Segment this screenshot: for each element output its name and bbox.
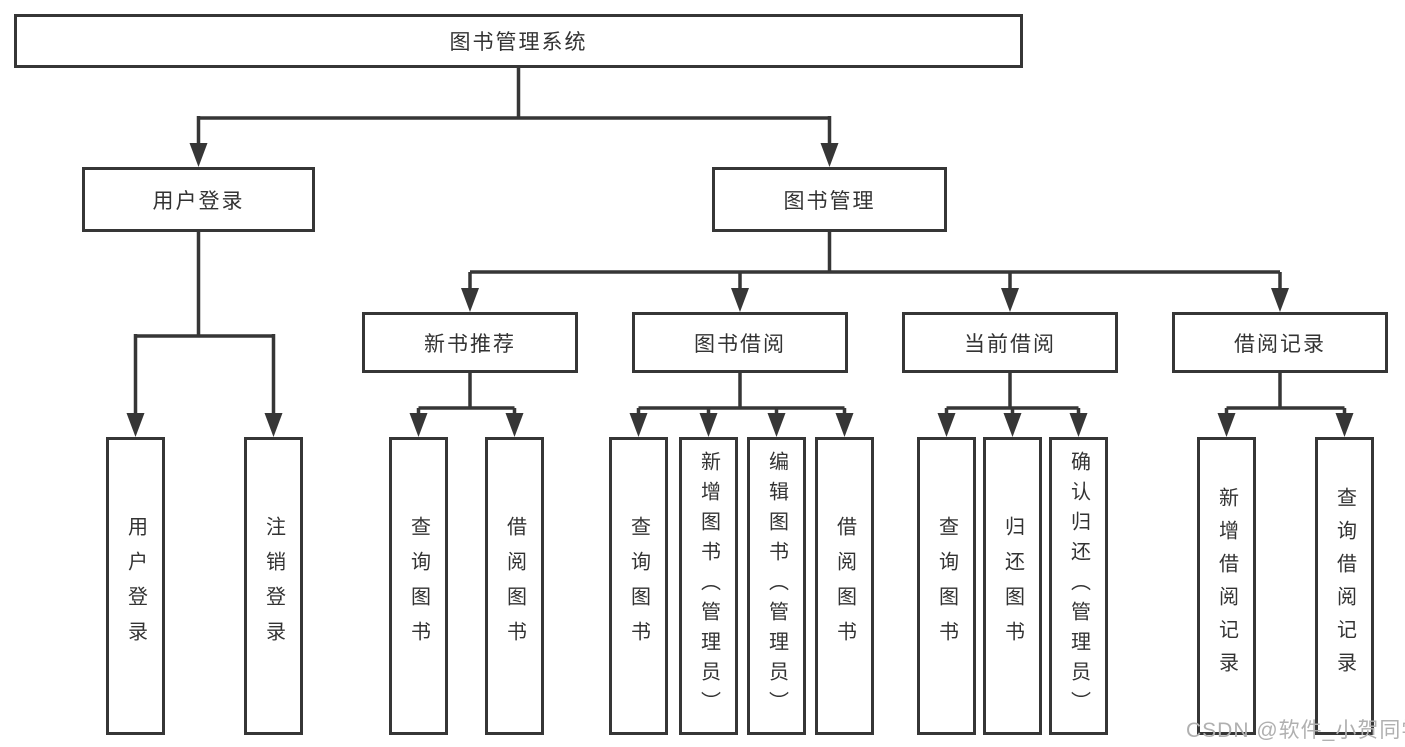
- leaf-logout: 注销登录: [244, 437, 303, 735]
- leaf-query-borrow-record: 查询借阅记录: [1315, 437, 1374, 735]
- node-label: 图书管理: [783, 189, 876, 213]
- leaf-query-books-1: 查询图书: [389, 437, 448, 735]
- node-label: 归还图书: [1001, 516, 1024, 656]
- node-library-management-system: 图书管理系统: [14, 14, 1023, 68]
- node-book-borrowing: 图书借阅: [632, 312, 848, 373]
- node-new-book-recommendation: 新书推荐: [362, 312, 578, 373]
- node-label: 借阅图书: [503, 516, 526, 656]
- node-label: 新书推荐: [424, 332, 516, 356]
- node-borrowing-records: 借阅记录: [1172, 312, 1388, 373]
- node-label: 新增图书（管理员）: [697, 451, 720, 721]
- leaf-add-books-admin: 新增图书（管理员）: [679, 437, 738, 735]
- arrowheads: [126, 143, 1354, 437]
- leaf-query-books-2: 查询图书: [609, 437, 668, 735]
- leaf-borrow-books-2: 借阅图书: [815, 437, 874, 735]
- node-label: 新增借阅记录: [1215, 487, 1238, 685]
- node-label: 用户登录: [152, 189, 245, 213]
- node-label: 注销登录: [262, 516, 285, 656]
- csdn-watermark: CSDN @软件_小贺同学: [1186, 719, 1405, 742]
- node-label: 图书管理系统: [449, 31, 588, 54]
- node-label: 借阅记录: [1234, 332, 1326, 356]
- node-label: 查询图书: [627, 516, 650, 656]
- node-label: 编辑图书（管理员）: [765, 451, 788, 721]
- leaf-query-books-3: 查询图书: [917, 437, 976, 735]
- node-label: 图书借阅: [694, 332, 786, 356]
- leaf-borrow-books-1: 借阅图书: [485, 437, 544, 735]
- node-user-login: 用户登录: [82, 167, 315, 232]
- node-label: 查询借阅记录: [1333, 487, 1356, 685]
- node-label: 查询图书: [407, 516, 430, 656]
- node-label: 用户登录: [124, 516, 147, 656]
- node-label: 查询图书: [935, 516, 958, 656]
- node-book-management: 图书管理: [712, 167, 947, 232]
- node-label: 当前借阅: [964, 332, 1056, 356]
- leaf-return-books: 归还图书: [983, 437, 1042, 735]
- node-label: 确认归还（管理员）: [1067, 451, 1090, 721]
- leaf-edit-books-admin: 编辑图书（管理员）: [747, 437, 806, 735]
- node-label: 借阅图书: [833, 516, 856, 656]
- node-current-borrowing: 当前借阅: [902, 312, 1118, 373]
- leaf-user-login: 用户登录: [106, 437, 165, 735]
- leaf-add-borrow-record: 新增借阅记录: [1197, 437, 1256, 735]
- leaf-confirm-return-admin: 确认归还（管理员）: [1049, 437, 1108, 735]
- tree-edges: [133, 68, 1347, 415]
